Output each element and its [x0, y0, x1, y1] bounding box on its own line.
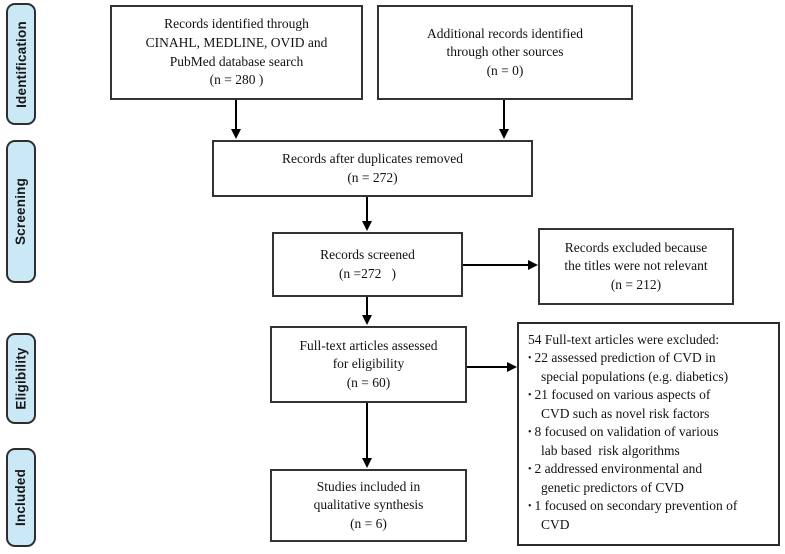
exclusion-reason-text: 2 addressed environmental and genetic pr… — [534, 461, 703, 495]
box-records-screened: Records screened (n =272 ) — [272, 232, 463, 297]
exclusion-reason-item: •2 addressed environmental and genetic p… — [528, 460, 774, 497]
arrow-additional-to-duplicates-head — [499, 129, 509, 139]
exclusion-reason-item: •8 focused on validation of various lab … — [528, 423, 774, 460]
stage-identification-label: Identification — [13, 20, 29, 108]
arrow-screened-to-excluded-line — [463, 264, 528, 266]
box-fulltext-assessed: Full-text articles assessed for eligibil… — [270, 326, 467, 403]
stage-included-label: Included — [13, 468, 29, 527]
arrow-fulltext-to-excluded-head — [507, 362, 517, 372]
exclusion-reason-text: 1 focused on secondary prevention of CVD — [534, 498, 738, 532]
arrow-duplicates-to-screened-head — [362, 221, 372, 231]
fulltext-excluded-list: •22 assessed prediction of CVD in specia… — [528, 349, 774, 534]
arrow-fulltext-to-included-line — [366, 403, 368, 459]
bullet-icon: • — [528, 501, 532, 513]
box-additional-records: Additional records identified through ot… — [377, 5, 633, 100]
arrow-screened-to-fulltext-line — [366, 297, 368, 316]
stage-included: Included — [6, 448, 36, 547]
box-records-excluded-titles: Records excluded because the titles were… — [538, 228, 734, 305]
exclusion-reason-text: 8 focused on validation of various lab b… — [534, 424, 719, 458]
exclusion-reason-text: 22 assessed prediction of CVD in special… — [534, 350, 729, 384]
arrow-identified-to-duplicates-head — [231, 129, 241, 139]
bullet-icon: • — [528, 353, 532, 365]
arrow-screened-to-excluded-head — [528, 260, 538, 270]
exclusion-reason-text: 21 focused on various aspects of CVD suc… — [534, 387, 711, 421]
exclusion-reason-item: •21 focused on various aspects of CVD su… — [528, 386, 774, 423]
fulltext-excluded-title: 54 Full-text articles were excluded: — [528, 332, 720, 347]
box-fulltext-excluded: 54 Full-text articles were excluded: •22… — [517, 322, 780, 546]
stage-eligibility-label: Eligibility — [13, 347, 29, 410]
arrow-fulltext-to-excluded-line — [467, 366, 507, 368]
arrow-additional-to-duplicates-line — [503, 100, 505, 130]
box-records-identified: Records identified through CINAHL, MEDLI… — [110, 5, 363, 100]
box-studies-included: Studies included in qualitative synthesi… — [270, 469, 467, 542]
arrow-fulltext-to-included-head — [362, 458, 372, 468]
stage-screening-label: Screening — [13, 177, 29, 246]
exclusion-reason-item: •1 focused on secondary prevention of CV… — [528, 497, 774, 534]
bullet-icon: • — [528, 464, 532, 476]
arrow-screened-to-fulltext-head — [362, 315, 372, 325]
bullet-icon: • — [528, 427, 532, 439]
exclusion-reason-item: •22 assessed prediction of CVD in specia… — [528, 349, 774, 386]
stage-identification: Identification — [6, 3, 36, 125]
bullet-icon: • — [528, 390, 532, 402]
arrow-duplicates-to-screened-line — [366, 197, 368, 222]
arrow-identified-to-duplicates-line — [235, 100, 237, 130]
box-duplicates-removed: Records after duplicates removed (n = 27… — [212, 140, 533, 197]
stage-screening: Screening — [6, 140, 36, 283]
stage-eligibility: Eligibility — [6, 333, 36, 424]
